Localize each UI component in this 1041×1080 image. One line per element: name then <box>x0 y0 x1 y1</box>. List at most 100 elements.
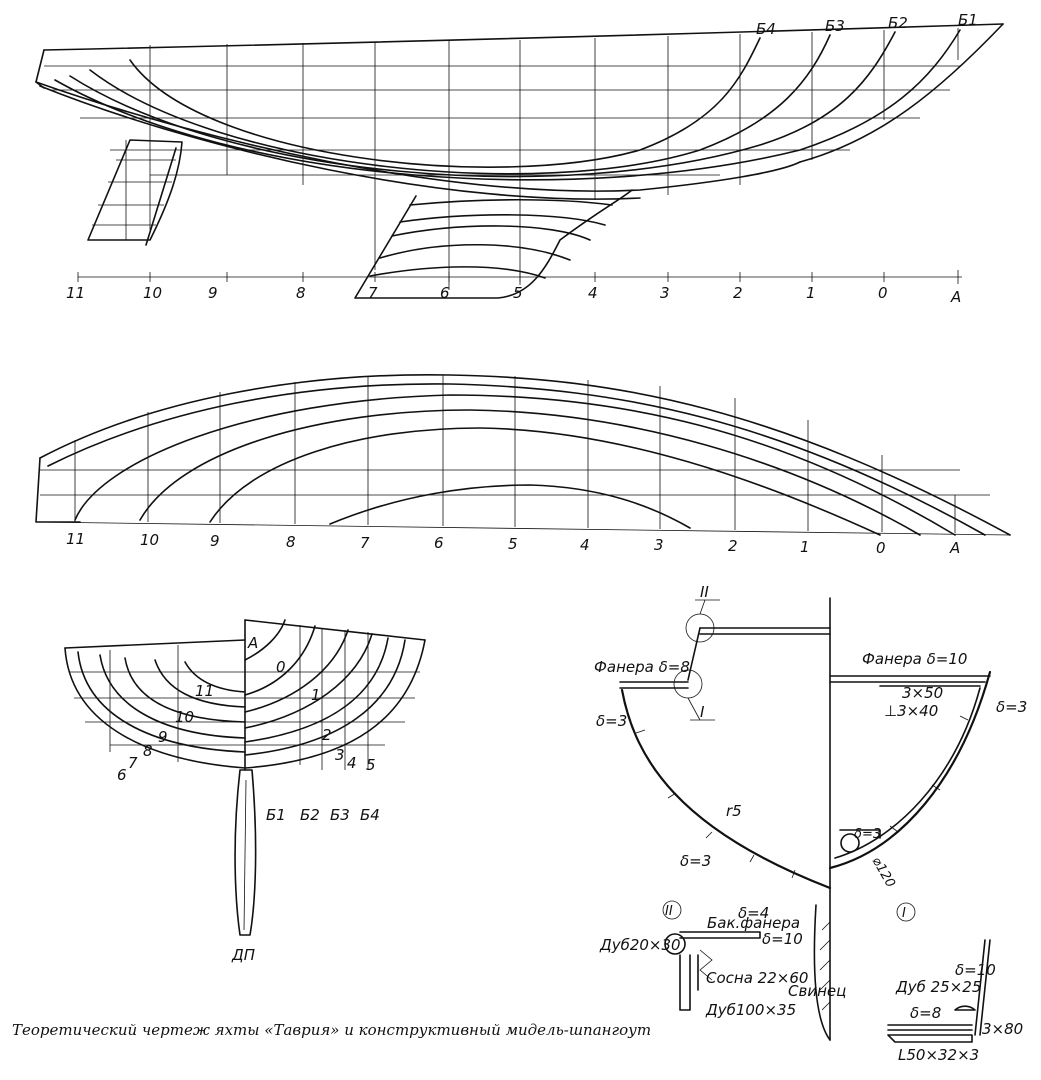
buttock-curve-b2 <box>69 31 896 178</box>
plan-station-label: 4 <box>580 536 590 554</box>
detail-i-angle <box>887 1034 973 1043</box>
profile-station-label: 6 <box>440 284 450 302</box>
profile-baseline-ticks <box>77 270 959 284</box>
midship-frame-ticks <box>635 715 969 879</box>
profile-waterlines <box>44 65 960 176</box>
buttock-label: Б4 <box>756 20 776 38</box>
detail-ii-plank <box>679 954 691 1011</box>
midship-pipe <box>840 833 860 853</box>
profile-view: 11 10 9 8 7 6 5 4 3 2 1 0 A Б4 Б3 Б2 Б1 <box>35 11 1004 306</box>
body-plan-grid <box>70 625 420 770</box>
body-plan-fwd-labels: A 0 1 2 3 4 5 <box>247 634 376 774</box>
profile-rabbet-line <box>39 85 641 200</box>
body-plan-section-label: 11 <box>195 682 214 700</box>
profile-sheer-line <box>43 23 1004 51</box>
midship-deck-left <box>619 681 689 689</box>
rudder-outline <box>87 139 183 241</box>
rudder-grid <box>92 140 177 246</box>
profile-buttock-labels: Б4 Б3 Б2 Б1 <box>756 11 978 38</box>
beam-label: ⊥3×40 <box>884 702 938 720</box>
body-plan-section-label: 0 <box>276 658 286 676</box>
detail-i-mark: I <box>902 906 906 921</box>
profile-station-label: 9 <box>208 284 218 302</box>
profile-bow-stem <box>799 23 1004 163</box>
plan-station-labels: 11 10 9 8 7 6 5 4 3 2 1 0 A <box>66 530 960 557</box>
midship-deck-right <box>829 675 991 683</box>
body-plan-section-label: 2 <box>322 726 332 744</box>
plan-station-label: 9 <box>210 532 220 550</box>
detail-i-circle-marker <box>896 902 916 922</box>
thickness-label: δ=3 <box>680 852 711 870</box>
buttock-label: Б3 <box>330 806 350 824</box>
profile-station-label: 7 <box>368 284 378 302</box>
plan-station-label: 1 <box>800 538 810 556</box>
beam-label: 3×50 <box>902 684 943 702</box>
thickness-label: δ=3 <box>596 712 627 730</box>
detail-i-skin <box>974 939 991 1036</box>
body-plan-section-label: 7 <box>128 754 138 772</box>
detail-ii-round-oak <box>664 933 686 955</box>
body-plan-section-label: 5 <box>366 756 376 774</box>
buttock-label: Б1 <box>958 11 978 29</box>
profile-station-label: A <box>950 288 961 306</box>
plan-station-label: 0 <box>876 539 886 557</box>
plan-grid <box>40 375 990 533</box>
midship-hull-right <box>828 670 992 870</box>
profile-station-label: 10 <box>143 284 162 302</box>
plan-station-label: 6 <box>434 534 444 552</box>
body-plan-section-label: 6 <box>117 766 127 784</box>
profile-station-label: 11 <box>66 284 85 302</box>
buttock-label: Б2 <box>888 14 908 32</box>
plan-station-label: 3 <box>654 536 664 554</box>
profile-station-labels: 11 10 9 8 7 6 5 4 3 2 1 0 A <box>66 284 961 306</box>
detail-ii: II Бак.фанера Дуб20×30 δ=10 Сосна 22×60 … <box>599 900 808 1019</box>
plan-station-label: 8 <box>286 533 296 551</box>
detail-ii-label: Бак.фанера <box>707 914 800 932</box>
detail-i-label: 3×80 <box>982 1020 1023 1038</box>
profile-station-label: 4 <box>588 284 598 302</box>
profile-station-label: 2 <box>733 284 743 302</box>
radius-label: r5 <box>726 802 742 820</box>
profile-station-label: 3 <box>660 284 670 302</box>
buttock-label: Б4 <box>360 806 380 824</box>
detail-i: I δ=10 Дуб 25×25 δ=8 3×80 L50×32×3 <box>887 902 1023 1064</box>
buttock-label: Б1 <box>266 806 286 824</box>
plan-sheer-outer <box>39 373 1011 536</box>
detail-i-label: δ=10 <box>955 961 996 979</box>
detail-ref-ii: II <box>700 583 709 601</box>
plywood-label: Фанера δ=8 <box>594 658 690 676</box>
body-plan-keel-fin <box>234 769 257 936</box>
plan-centerline <box>35 521 1011 536</box>
detail-i-label: δ=8 <box>910 1004 941 1022</box>
detail-ii-deck <box>679 931 761 939</box>
plan-station-label: 5 <box>508 535 518 553</box>
midship-section: II I Фанера δ=8 Фанера δ=10 δ=3 δ=3 δ=3 … <box>594 583 1027 1041</box>
body-plan-buttock-labels: Б1 Б2 Б3 Б4 <box>266 806 380 824</box>
plan-station-label: 10 <box>140 531 159 549</box>
midship-hull-left <box>620 688 832 890</box>
figure-caption: Теоретический чертеж яхты «Таврия» и кон… <box>12 1021 651 1039</box>
body-plan-section-label: 4 <box>347 754 357 772</box>
detail-ii-label: Сосна 22×60 <box>706 969 808 987</box>
buttock-curve-b4 <box>129 37 761 168</box>
buttock-curve-b1 <box>54 29 961 181</box>
lead-label: Свинец <box>788 982 846 1000</box>
body-plan: 11 10 9 8 7 6 A 0 1 2 3 4 5 Б1 Б2 Б3 Б4 … <box>64 619 426 964</box>
detail-ii-label: Дуб20×30 <box>599 936 681 954</box>
body-plan-section-label: 10 <box>175 708 194 726</box>
body-plan-aft-labels: 11 10 9 8 7 6 <box>117 682 214 784</box>
detail-i-deck <box>887 1024 973 1031</box>
fin-keel-waterlines <box>369 198 613 279</box>
detail-i-oak-strip <box>954 1005 976 1011</box>
midship-cabin-top <box>699 627 831 635</box>
body-plan-section-label: A <box>247 634 258 652</box>
profile-station-label: 5 <box>513 284 523 302</box>
keel-label: ДП <box>231 946 255 964</box>
profile-station-label: 1 <box>806 284 816 302</box>
fin-keel-outline <box>354 189 633 299</box>
body-plan-aft-sections <box>64 639 246 769</box>
detail-ii-label: δ=10 <box>762 930 803 948</box>
buttock-curve-b3 <box>89 34 831 175</box>
detail-ii-circle-marker <box>662 900 682 920</box>
